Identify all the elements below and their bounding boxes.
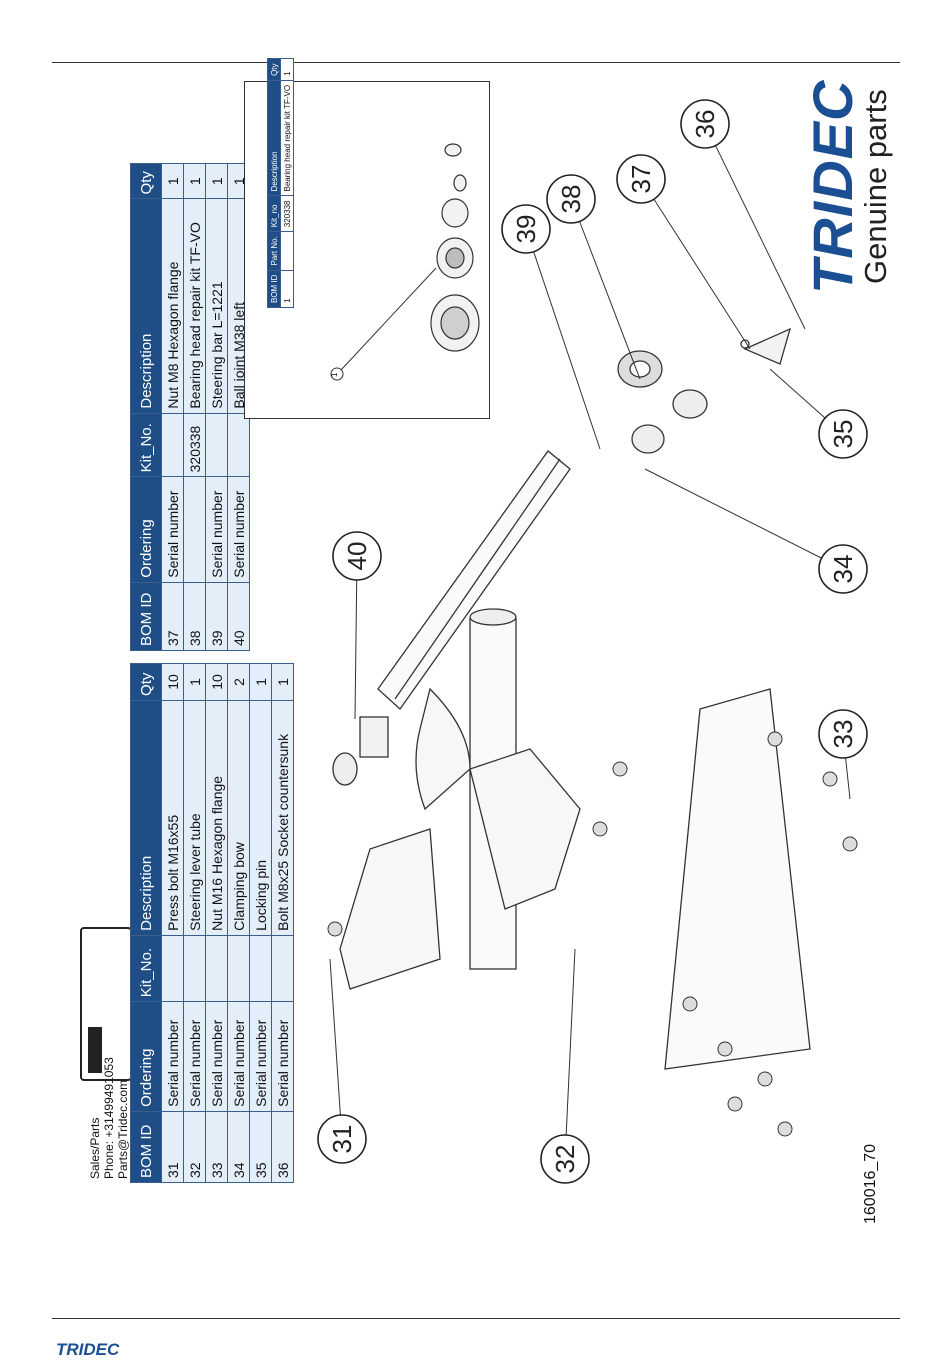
kit-inset-drawing — [330, 143, 480, 381]
balloon-label: 31 — [327, 1125, 357, 1154]
balloon-32 — [540, 1134, 590, 1184]
balloon-34 — [818, 544, 868, 594]
balloon-label: 37 — [626, 165, 656, 194]
footer-logo: TRIDEC — [56, 1340, 120, 1359]
kit-inset: 1 BOM ID Part No. Kit_no Description Qty… — [244, 58, 490, 419]
nut-icon — [842, 836, 858, 852]
balloon-label: 40 — [342, 542, 372, 571]
bolt-icon — [727, 1096, 743, 1112]
brand-tagline: Genuine parts — [858, 89, 893, 284]
balloon-35 — [818, 409, 868, 459]
balloon-38 — [546, 174, 596, 224]
balloon-label: 34 — [828, 555, 858, 584]
balloon-31 — [317, 1114, 367, 1164]
figure-code: 160016_70 — [862, 1143, 879, 1224]
balloon-39 — [501, 204, 551, 254]
balloon-37 — [616, 154, 666, 204]
lever-arm — [415, 687, 471, 811]
balloon-label: 32 — [550, 1145, 580, 1174]
top-rule — [52, 62, 900, 63]
balloon-33 — [818, 709, 868, 759]
balloon-label: 36 — [690, 110, 720, 139]
bolt-icon — [757, 1071, 773, 1087]
balloon-label: 33 — [828, 720, 858, 749]
brand-logo: TRIDEC — [801, 79, 864, 294]
balloon-36 — [680, 99, 730, 149]
nut-icon — [767, 731, 783, 747]
balloon-label: 35 — [828, 420, 858, 449]
bolt-icon — [717, 1041, 733, 1057]
bolt-icon — [682, 996, 698, 1012]
nut-icon — [822, 771, 838, 787]
bottom-rule — [52, 1318, 900, 1319]
bolt-icon — [777, 1121, 793, 1137]
bolt-icon — [327, 921, 343, 937]
balloon-40 — [332, 531, 382, 581]
top-bracket — [339, 828, 441, 990]
balloon-label: 39 — [511, 215, 541, 244]
nut-icon — [612, 761, 628, 777]
mounting-plate — [664, 688, 811, 1070]
balloon-label: 38 — [556, 185, 586, 214]
nut-icon — [592, 821, 608, 837]
steering-bar — [377, 450, 571, 710]
bottom-bracket — [469, 748, 581, 910]
